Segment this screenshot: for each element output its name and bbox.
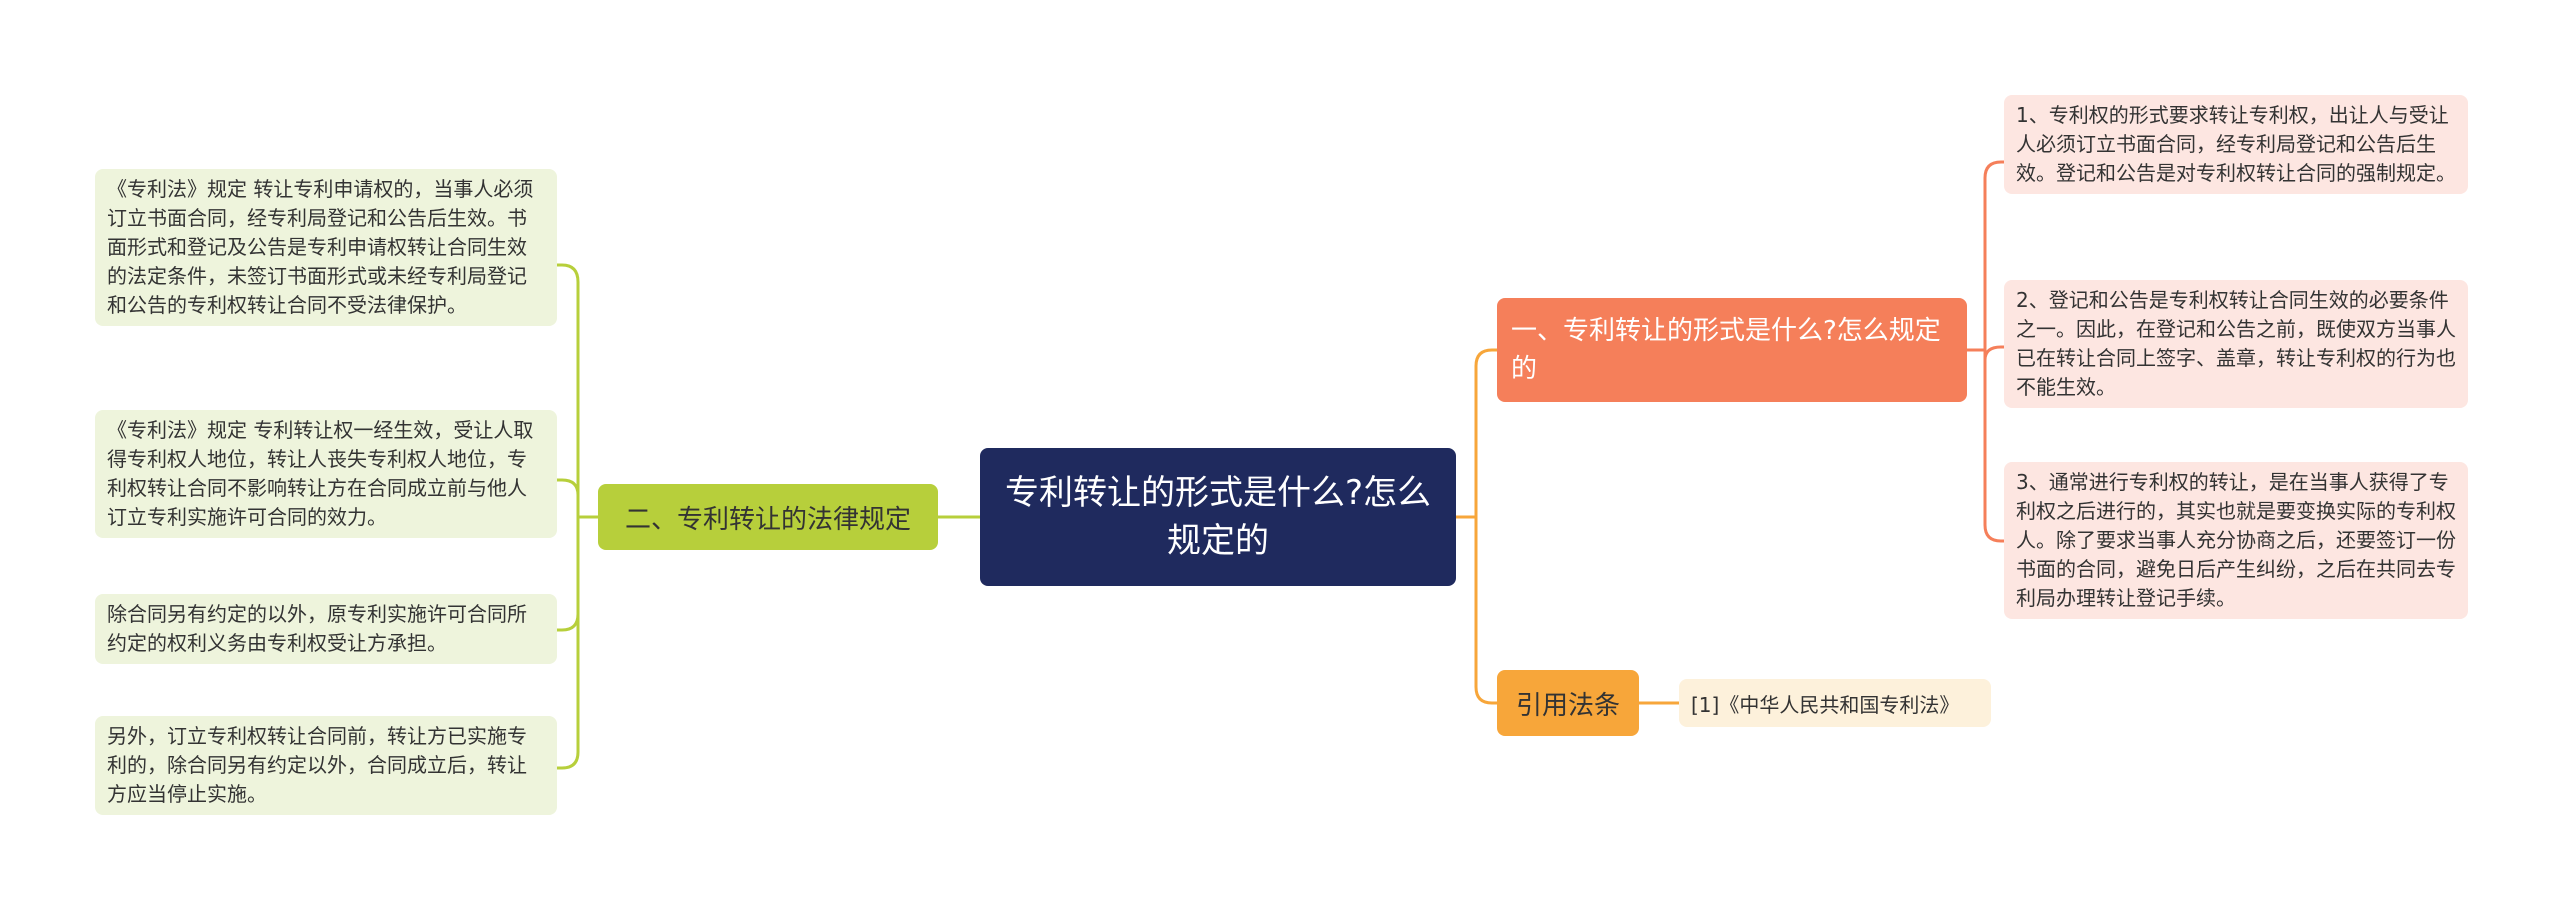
branch-cited-laws[interactable]: 引用法条 [1497, 670, 1639, 736]
left-leaf-3-text: 除合同另有约定的以外，原专利实施许可合同所约定的权利义务由专利权受让方承担。 [107, 602, 527, 655]
connector-left-leaves [557, 263, 598, 770]
branch-transfer-form-label: 一、专利转让的形式是什么?怎么规定的 [1511, 316, 1941, 384]
root-topic[interactable]: 专利转让的形式是什么?怎么规定的 [980, 448, 1456, 586]
left-leaf-4[interactable]: 另外，订立专利权转让合同前，转让方已实施专利的，除合同另有约定以外，合同成立后，… [95, 716, 557, 815]
connector-right1-leaves [1967, 160, 2004, 543]
branch-cited-laws-label: 引用法条 [1515, 690, 1620, 721]
branch-transfer-form[interactable]: 一、专利转让的形式是什么?怎么规定的 [1497, 298, 1967, 402]
right-leaf-2[interactable]: 2、登记和公告是专利权转让合同生效的必要条件之一。因此，在登记和公告之前，既使双… [2004, 280, 2468, 408]
root-topic-label: 专利转让的形式是什么?怎么规定的 [1004, 473, 1432, 561]
right-leaf-1-text: 1、专利权的形式要求转让专利权，出让人与受让人必须订立书面合同，经专利局登记和公… [2016, 103, 2456, 185]
branch-legal-provisions[interactable]: 二、专利转让的法律规定 [598, 484, 938, 550]
right-leaf-1[interactable]: 1、专利权的形式要求转让专利权，出让人与受让人必须订立书面合同，经专利局登记和公… [2004, 95, 2468, 194]
right-leaf-2-text: 2、登记和公告是专利权转让合同生效的必要条件之一。因此，在登记和公告之前，既使双… [2016, 288, 2456, 399]
left-leaf-3[interactable]: 除合同另有约定的以外，原专利实施许可合同所约定的权利义务由专利权受让方承担。 [95, 594, 557, 664]
right-leaf-3-text: 3、通常进行专利权的转让，是在当事人获得了专利权之后进行的，其实也就是要变换实际… [2016, 470, 2456, 610]
left-leaf-1[interactable]: 《专利法》规定 转让专利申请权的，当事人必须订立书面合同，经专利局登记和公告后生… [95, 169, 557, 326]
ref-leaf-patent-law-text: [1]《中华人民共和国专利法》 [1691, 692, 1960, 717]
left-leaf-2-text: 《专利法》规定 专利转让权一经生效，受让人取得专利权人地位，转让人丧失专利权人地… [107, 418, 534, 529]
left-leaf-1-text: 《专利法》规定 转让专利申请权的，当事人必须订立书面合同，经专利局登记和公告后生… [107, 177, 534, 317]
left-leaf-4-text: 另外，订立专利权转让合同前，转让方已实施专利的，除合同另有约定以外，合同成立后，… [107, 724, 527, 806]
right-leaf-3[interactable]: 3、通常进行专利权的转让，是在当事人获得了专利权之后进行的，其实也就是要变换实际… [2004, 462, 2468, 619]
ref-leaf-patent-law[interactable]: [1]《中华人民共和国专利法》 [1679, 679, 1991, 727]
connector-root-right [1456, 348, 1497, 705]
left-leaf-2[interactable]: 《专利法》规定 专利转让权一经生效，受让人取得专利权人地位，转让人丧失专利权人地… [95, 410, 557, 538]
branch-legal-provisions-label: 二、专利转让的法律规定 [624, 504, 911, 535]
